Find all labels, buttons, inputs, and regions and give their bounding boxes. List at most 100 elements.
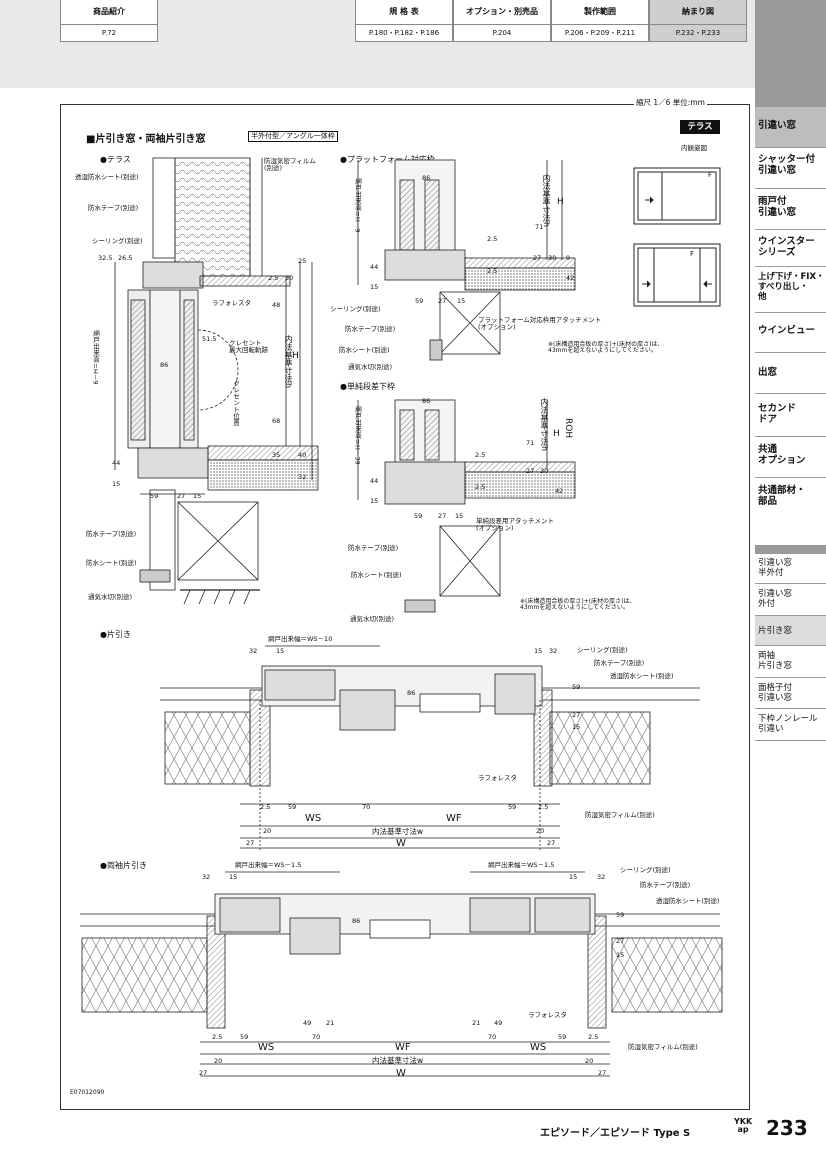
dim-2-5-3: 2.5: [487, 267, 498, 275]
label-inner-width-2: 内法基準寸法w: [372, 1056, 424, 1065]
dim-15-2: 15: [370, 283, 379, 291]
label-waterproof-tape-5: 防水テープ(別途): [594, 659, 645, 667]
sidebar-sub-item[interactable]: 面格子付 引違い窓: [755, 683, 826, 703]
sidebar-sub-item[interactable]: 両袖 片引き窓: [755, 651, 826, 671]
nav-tab-label: 規 格 表: [389, 7, 419, 16]
sidebar-item-amado[interactable]: 雨戸付 引違い窓: [755, 196, 826, 218]
label-moisture-film-3: 防湿気密フィルム(別途): [628, 1043, 698, 1051]
sidebar-sub-item[interactable]: 下枠ノンレール 引違い: [755, 714, 826, 734]
dim-32-2: 32: [249, 647, 258, 655]
dim-59-8: 59: [240, 1033, 249, 1041]
sidebar-item-label: 共通部材・ 部品: [758, 485, 806, 507]
dim-2-5-4: 2.5: [475, 451, 486, 459]
sidebar-item-second-door[interactable]: セカンド ドア: [755, 403, 826, 425]
label-sealing-3: シーリング(別途): [577, 646, 628, 654]
dim-59: 59: [150, 492, 159, 500]
nav-tab-label: 納まり図: [682, 7, 714, 16]
label-WF: WF: [446, 813, 462, 824]
sidebar-sub-item-active[interactable]: 片引き窓: [755, 626, 826, 636]
dim-15-9: 15: [229, 873, 238, 881]
sidebar-item-winview[interactable]: ウインビュー: [755, 325, 826, 336]
dim-59-3: 59: [414, 512, 423, 520]
nav-tab-product[interactable]: 商品紹介 P.72: [60, 0, 158, 42]
dim-40: 40: [298, 451, 307, 459]
dim-27-6: 27: [572, 711, 581, 719]
label-H-2: H: [557, 197, 564, 207]
sidebar-item-label: ウインビュー: [758, 325, 816, 336]
sidebar-item-label: 共通 オプション: [758, 444, 806, 466]
dim-21-2: 21: [472, 1019, 481, 1027]
nav-tab-spec[interactable]: 規 格 表 P.180・P.182・P.186: [355, 0, 453, 42]
dim-15-8: 15: [572, 723, 581, 731]
label-sealing-4: シーリング(別途): [620, 866, 671, 874]
label-vent-cut: 通気水切(別途): [88, 593, 133, 601]
sidebar-sub-item[interactable]: 引違い窓 外付: [755, 589, 826, 609]
label-H-3: H: [553, 429, 560, 439]
label-moisture-film: 防湿気密フィルム (別途): [264, 157, 316, 172]
dim-86-4: 86: [407, 689, 416, 697]
dim-71: 71: [535, 223, 544, 231]
dim-32-5: 32.5: [98, 254, 113, 262]
sidebar-sub-item[interactable]: 引違い窓 半外付: [755, 558, 826, 578]
sidebar-sub-label: 両袖 片引き窓: [758, 651, 793, 671]
label-platform-attachment: プラットフォーム対応枠用アタッチメント (オプション): [478, 316, 602, 331]
dim-2-5-5: 2.5: [475, 483, 486, 491]
label-waterproof-tape: 防水テープ(別途): [88, 204, 139, 212]
sidebar-sub-label: 下枠ノンレール 引違い: [758, 714, 818, 734]
scale-label: 縮尺 1／6 単位:mm: [634, 98, 707, 107]
dim-86-2: 86: [422, 174, 431, 182]
dim-2-5: 2.5: [268, 274, 279, 282]
dim-32-3: 32: [549, 647, 558, 655]
sidebar-item-common-option[interactable]: 共通 オプション: [755, 444, 826, 466]
dim-15-4: 15: [370, 497, 379, 505]
nav-tab-label: オプション・別売品: [466, 7, 538, 16]
dim-20-2: 20: [536, 827, 545, 835]
dim-27-2: 27: [533, 254, 542, 262]
dim-86-3: 86: [422, 397, 431, 405]
dim-21: 21: [326, 1019, 335, 1027]
nav-tab-options[interactable]: オプション・別売品 P.204: [453, 0, 551, 42]
nav-tab-page: P.72: [61, 24, 157, 41]
sidebar-item-ageoroshi[interactable]: 上げ下げ・FIX・ すべり出し・ 他: [755, 272, 826, 302]
label-vent-cut-2: 通気水切(別途): [348, 363, 393, 371]
label-crescent: クレセント 最大回転軌跡: [229, 339, 268, 354]
label-lafore-3: ラフォレスタ: [528, 1011, 567, 1019]
view-label: 内観姿図: [681, 144, 707, 152]
terrace-badge: テラス: [680, 120, 720, 134]
sidebar-item-winstar[interactable]: ウインスター シリーズ: [755, 236, 826, 258]
sidebar-item-shutter[interactable]: シャッター付 引違い窓: [755, 154, 826, 176]
dim-42-2: 42: [555, 487, 564, 495]
dim-27-4: 27: [526, 467, 535, 475]
dim-2-5-6: 2.5: [260, 803, 271, 811]
label-screen-height: 網戸出来高＝H－9: [91, 330, 100, 385]
dim-27-8: 27: [547, 839, 556, 847]
dim-68: 68: [272, 417, 281, 425]
dim-59-7: 59: [616, 911, 625, 919]
dim-27-9: 27: [616, 937, 625, 945]
dim-86: 86: [160, 361, 169, 369]
label-screen-width-3: 網戸出来幅＝WS－1.5: [488, 861, 555, 869]
label-waterproof-sheet: 防水シート(別途): [86, 559, 137, 567]
sidebar-item-label: 引違い窓: [758, 120, 797, 131]
dim-15-6: 15: [276, 647, 285, 655]
label-crescent-position: クレセント位置: [231, 380, 240, 426]
dim-20-3: 20: [214, 1057, 223, 1065]
dim-15-7: 15: [534, 647, 543, 655]
sidebar-item-demado[interactable]: 出窓: [755, 367, 826, 378]
sidebar-item-common-parts[interactable]: 共通部材・ 部品: [755, 485, 826, 507]
nav-tab-details[interactable]: 納まり図 P.232・P.233: [649, 0, 747, 42]
nav-tab-range[interactable]: 製作範囲 P.206・P.209・P.211: [551, 0, 649, 42]
dim-49-2: 49: [494, 1019, 503, 1027]
dim-2-5-9: 2.5: [588, 1033, 599, 1041]
dim-35: 35: [272, 451, 281, 459]
dim-32-5: 32: [597, 873, 606, 881]
sidebar-item-hikichigai[interactable]: 引違い窓: [755, 120, 826, 131]
page-title: ■片引き窓・両袖片引き窓: [86, 134, 206, 145]
dim-15b: 15: [193, 492, 202, 500]
label-breathable-sheet-2: 透湿防水シート(別途): [610, 672, 674, 680]
label-WS: WS: [305, 813, 322, 824]
nav-tab-page: P.206・P.209・P.211: [552, 24, 648, 41]
nav-tab-label: 製作範囲: [584, 7, 616, 16]
label-sealing: シーリング(別途): [92, 237, 143, 245]
